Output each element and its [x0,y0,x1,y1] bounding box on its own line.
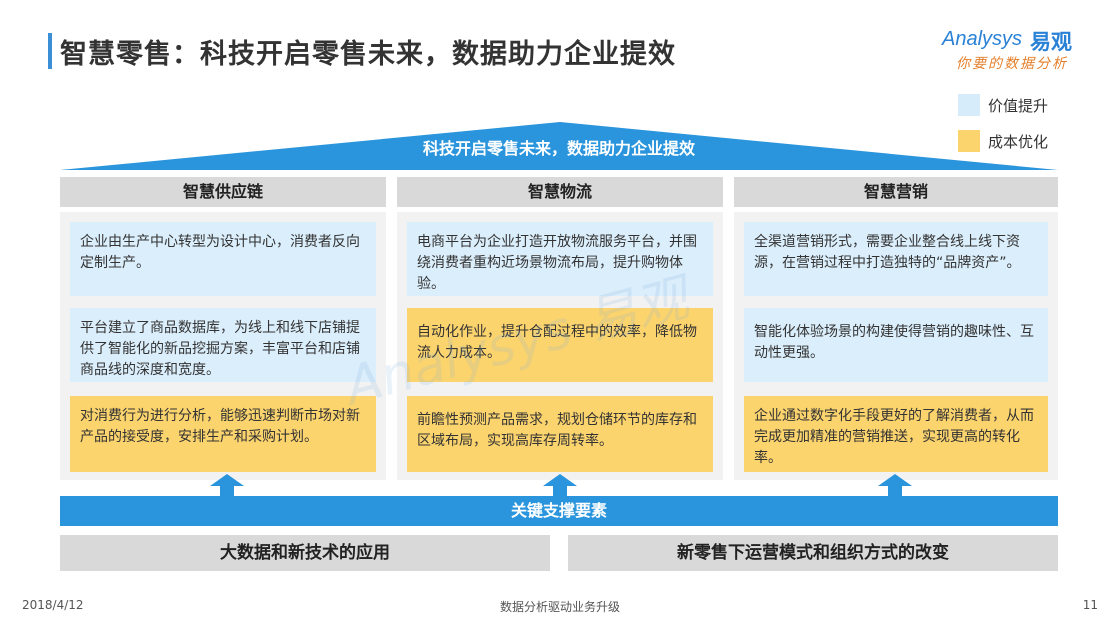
legend-label-cost: 成本优化 [988,132,1049,151]
legend-swatch-value [958,94,980,116]
logo-slogan: 你要的数据分析 [956,56,1068,72]
page-title: 智慧零售：科技开启零售未来，数据助力企业提效 [60,39,676,70]
roof-triangle [60,122,1058,170]
cell-logistics-1: 电商平台为企业打造开放物流服务平台，并围绕消费者重构近场景物流布局，提升购物体验… [407,222,713,296]
legend-item-value: 价值提升 [958,92,1048,118]
logo-english: Analysys [942,28,1023,50]
foundation-big-data: 大数据和新技术的应用 [60,535,550,571]
arrow-up-icon [210,474,244,498]
roof-label: 科技开启零售未来，数据助力企业提效 [422,139,695,158]
legend-label-value: 价值提升 [988,96,1049,115]
legend-swatch-cost [958,130,980,152]
cell-supply-chain-2: 平台建立了商品数据库，为线上和线下店铺提供了智能化的新品挖掘方案，丰富平台和店铺… [70,308,376,382]
column-panel-supply-chain: 企业由生产中心转型为设计中心，消费者反向定制生产。 平台建立了商品数据库，为线上… [60,212,386,480]
column-header-marketing: 智慧营销 [734,177,1058,207]
roof-shape [60,122,1058,170]
legend: 价值提升 成本优化 [958,92,1048,164]
cell-supply-chain-3: 对消费行为进行分析，能够迅速判断市场对新产品的接受度，安排生产和采购计划。 [70,396,376,472]
footer-page-number: 11 [1082,598,1098,612]
arrow-up-icon [543,474,577,498]
column-panel-logistics: 电商平台为企业打造开放物流服务平台，并围绕消费者重构近场景物流布局，提升购物体验… [397,212,723,480]
analysys-logo: Analysys 易观 你要的数据分析 [934,26,1094,76]
cell-logistics-2: 自动化作业，提升仓配过程中的效率，降低物流人力成本。 [407,308,713,382]
footer-date: 2018/4/12 [22,598,84,612]
arrow-up-icon [878,474,912,498]
cell-supply-chain-1: 企业由生产中心转型为设计中心，消费者反向定制生产。 [70,222,376,296]
column-header-supply-chain: 智慧供应链 [60,177,386,207]
foundation-operations: 新零售下运营模式和组织方式的改变 [568,535,1058,571]
legend-item-cost: 成本优化 [958,128,1048,154]
footer-center-text: 数据分析驱动业务升级 [499,600,620,614]
cell-marketing-1: 全渠道营销形式，需要企业整合线上线下资源，在营销过程中打造独特的“品牌资产”。 [744,222,1048,296]
column-panel-marketing: 全渠道营销形式，需要企业整合线上线下资源，在营销过程中打造独特的“品牌资产”。 … [734,212,1058,480]
cell-logistics-3: 前瞻性预测产品需求，规划仓储环节的库存和区域布局，实现高库存周转率。 [407,396,713,472]
cell-marketing-3: 企业通过数字化手段更好的了解消费者，从而完成更加精准的营销推送，实现更高的转化率… [744,396,1048,472]
cell-marketing-2: 智能化体验场景的构建使得营销的趣味性、互动性更强。 [744,308,1048,382]
column-header-logistics: 智慧物流 [397,177,723,207]
logo-chinese: 易观 [1030,30,1072,54]
title-accent-bar [48,33,52,69]
support-bar: 关键支撑要素 [60,496,1058,526]
